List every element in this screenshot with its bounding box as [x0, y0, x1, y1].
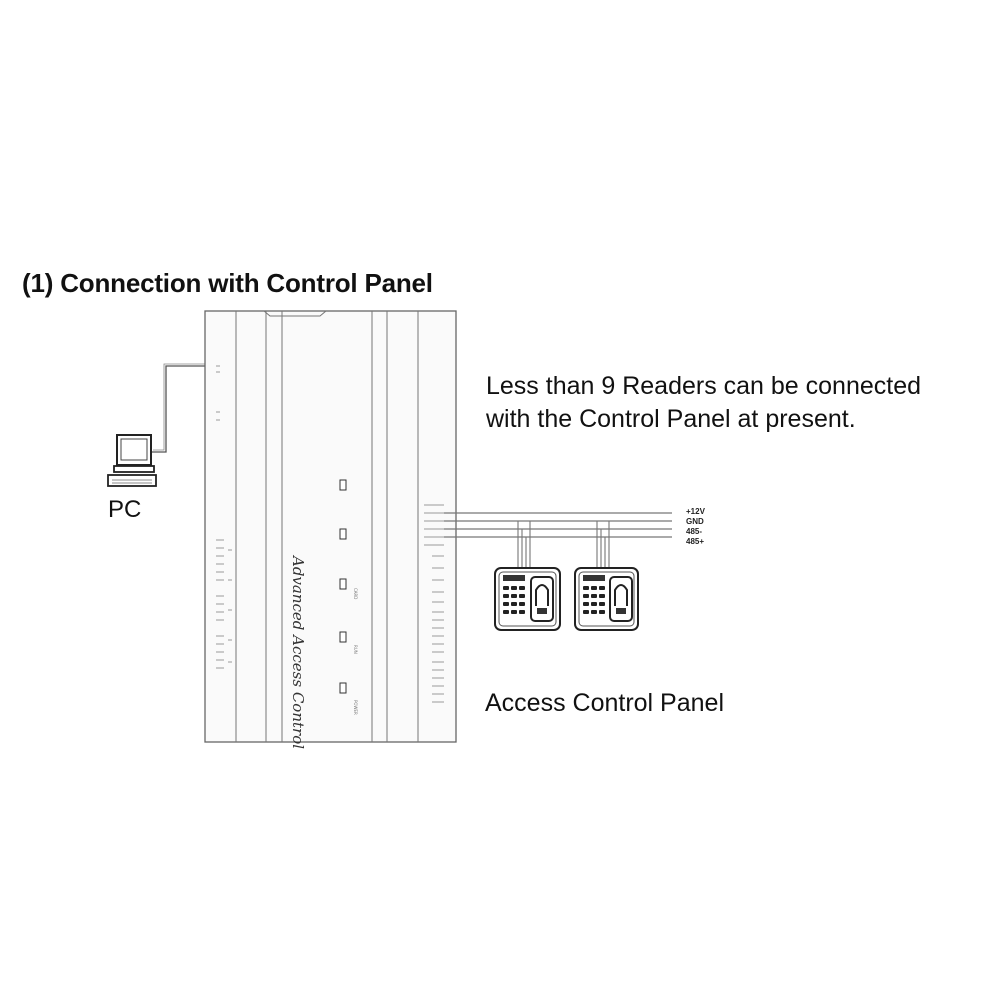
panel-label: Advanced Access Control: [289, 554, 307, 749]
fingerprint-reader-1: [494, 567, 561, 631]
pc-cable-inner: [153, 363, 205, 451]
bus-label-485-plus: 485+: [686, 537, 704, 546]
led-indicators: [339, 479, 347, 694]
bus-label-12v: +12V: [686, 507, 706, 516]
reader-limit-note-line1: Less than 9 Readers can be connected: [486, 372, 922, 400]
fingerprint-reader-2: [574, 567, 639, 631]
led-label-power: POWER: [353, 700, 358, 715]
bus-label-485-minus: 485-: [686, 527, 702, 536]
bus-label-gnd: GND: [686, 517, 704, 526]
terminal-markings-left: [216, 365, 232, 669]
led-label-run: RUN: [353, 645, 358, 654]
pc-label: PC: [108, 496, 142, 523]
pc-cable: [151, 365, 205, 453]
pc-icon: [107, 434, 157, 487]
access-control-panel-label: Access Control Panel: [485, 689, 725, 717]
led-label-card: CARD: [353, 588, 358, 599]
section-heading: (1) Connection with Control Panel: [22, 268, 433, 298]
control-panel-device: [204, 310, 457, 743]
rs485-bus: [444, 512, 672, 538]
reader-limit-note-line2: with the Control Panel at present.: [486, 405, 856, 433]
reader-drop-wires: [517, 521, 610, 568]
terminal-markings-right: [424, 504, 444, 703]
